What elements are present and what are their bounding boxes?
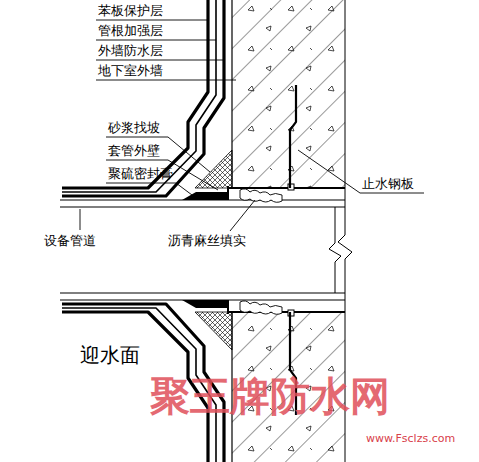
- part-label: 沥青麻丝填实: [168, 233, 246, 249]
- asphalt-hemp-fill: [240, 189, 282, 314]
- part-label: 套管外壁: [108, 143, 160, 159]
- sleeve: [228, 184, 345, 316]
- leader-lines: [80, 20, 424, 231]
- part-label: 砂浆找坡: [108, 120, 160, 136]
- part-label: 止水钢板: [362, 176, 414, 192]
- watermark: www.Fsclzs.com: [366, 432, 455, 445]
- part-label: 地下室外墙: [98, 63, 163, 79]
- water-stop-plate: [290, 85, 296, 415]
- equipment-pipe: [60, 200, 345, 300]
- part-label: 聚硫密封膏: [108, 166, 173, 182]
- part-label: 管根加强层: [98, 23, 163, 39]
- part-label: 设备管道: [44, 233, 96, 249]
- part-label: 苯板保护层: [98, 3, 163, 19]
- part-label: 迎水面: [80, 343, 140, 367]
- sealant: [182, 192, 228, 308]
- part-label: 外墙防水层: [98, 43, 163, 59]
- watermark: 聚王牌防水网: [150, 372, 390, 420]
